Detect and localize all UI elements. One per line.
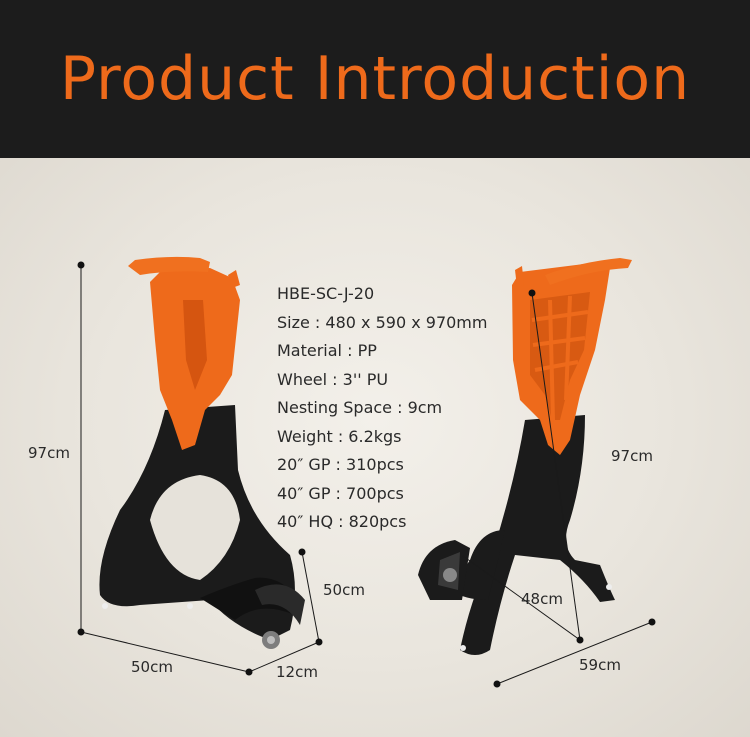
right-cart-image: [418, 258, 632, 655]
left-cart-image: [99, 256, 305, 649]
spec-40hq: 40″ HQ : 820pcs: [277, 512, 407, 531]
left-height-label: 97cm: [28, 444, 70, 462]
right-dimension-lines: [462, 289, 656, 688]
spec-weight: Weight : 6.2kgs: [277, 427, 402, 446]
header-band: Product Introduction: [0, 0, 750, 158]
left-nesting-label: 12cm: [276, 663, 318, 681]
spec-size: Size : 480 x 590 x 970mm: [277, 313, 488, 332]
spec-40gp: 40″ GP : 700pcs: [277, 484, 404, 503]
right-width-label: 59cm: [579, 656, 621, 674]
left-dimension-lines: [77, 261, 323, 676]
spec-model: HBE-SC-J-20: [277, 284, 375, 303]
left-depth-label: 50cm: [323, 581, 365, 599]
spec-nesting-space: Nesting Space : 9cm: [277, 398, 443, 417]
spec-20gp: 20″ GP : 310pcs: [277, 455, 404, 474]
right-height-label: 97cm: [611, 447, 653, 465]
left-width-label: 50cm: [131, 658, 173, 676]
page-title: Product Introduction: [59, 44, 691, 114]
right-depth-label: 48cm: [521, 590, 563, 608]
product-stage: [0, 158, 750, 737]
spec-wheel: Wheel : 3'' PU: [277, 370, 389, 389]
spec-material: Material : PP: [277, 341, 377, 360]
